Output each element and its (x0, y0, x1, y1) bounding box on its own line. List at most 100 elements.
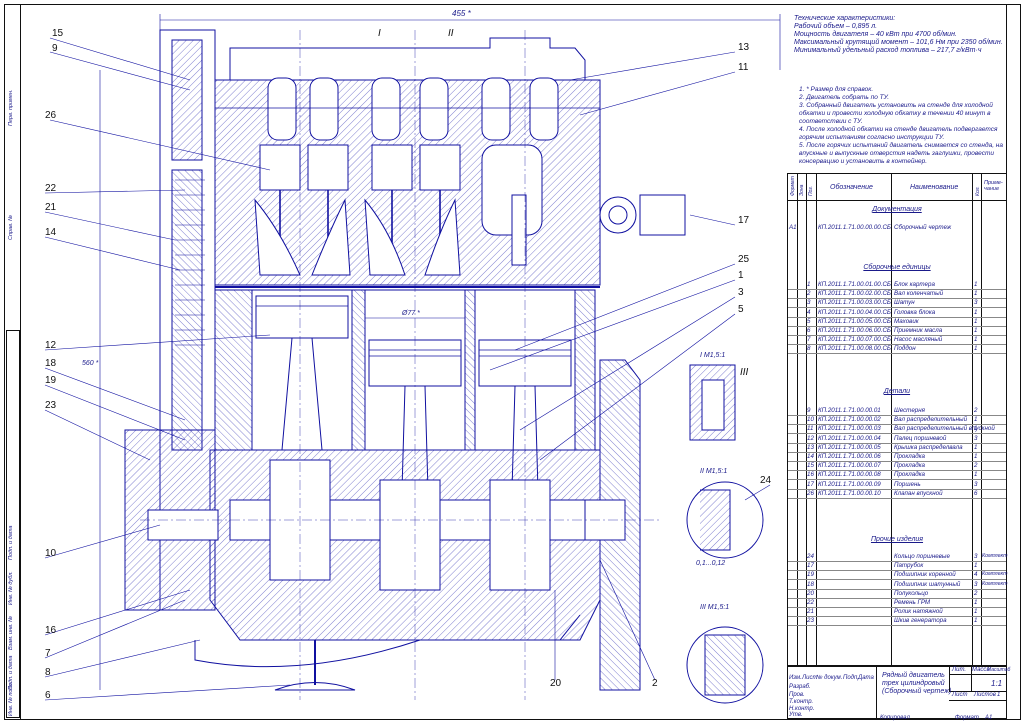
bom-cell-name: Шестерня (894, 407, 925, 414)
bom-cell-qty: 1 (974, 336, 978, 344)
view-label-2: II M1,5:1 (700, 468, 728, 475)
bom-header-zone: Зона (799, 184, 805, 196)
bom-header-pos: Поз. (808, 185, 814, 196)
view-label-3: III M1,5:1 (700, 604, 730, 611)
bom-cell-note: Комплект (982, 553, 1008, 559)
callout-14: 14 (45, 227, 57, 238)
bom-cell-designation: КП.2011.1.71.00.08.00.СБ (818, 345, 891, 353)
bom-cell-qty: 6 (974, 489, 978, 497)
callout-25: 25 (738, 254, 750, 265)
bom-cell-qty: 1 (974, 281, 978, 288)
note-4: 4. После холодной обкатки на стенде двиг… (799, 126, 998, 141)
bom-cell-pos: 10 (807, 416, 814, 424)
bom-cell-note: Комплект (982, 571, 1008, 578)
bom-doc-format: А1 (789, 224, 797, 231)
tb-col-sign: Подп. (843, 675, 859, 681)
callout-16: 16 (45, 625, 57, 636)
bom-cell-qty: 1 (974, 617, 978, 625)
bom-section-docs: Документация (872, 206, 922, 213)
parts-list-table: Формат Зона Поз. Обозначение Наименовани… (787, 173, 1008, 667)
bom-header-name: Наименование (910, 184, 959, 191)
callout-21: 21 (45, 202, 57, 213)
bom-cell-name: Полукольцо (894, 589, 929, 597)
bom-cell-name: Патрубок (894, 562, 924, 570)
bom-cell-designation: КП.2011.1.71.00.01.00.СБ (818, 281, 891, 288)
callout-8: 8 (45, 667, 51, 678)
bom-cell-pos: 19 (807, 571, 814, 579)
bom-cell-pos: 24 (807, 553, 814, 560)
bom-cell-name: Блок картера (894, 281, 935, 288)
bom-cell-pos: 2 (807, 290, 811, 298)
bom-cell-name: Шатун (894, 299, 915, 307)
bom-doc-name: Сборочный чертеж (894, 224, 952, 231)
bom-cell-qty: 1 (974, 290, 978, 298)
bom-cell-qty: 3 (974, 480, 978, 488)
tb-role-checker: Пров. (789, 692, 805, 698)
bom-cell-qty: 3 (974, 553, 978, 560)
bom-cell-qty: 3 (974, 434, 978, 442)
bom-header-format: Формат (790, 176, 796, 196)
bom-doc-designation: КП.2011.1.71.00.00.00.СБ (818, 224, 891, 231)
title-block: Изм. Лист № докум. Подп. Дата Разраб. Пр… (787, 665, 1010, 719)
bom-cell-pos: 21 (807, 608, 814, 616)
tb-format-value: А1 (985, 715, 993, 721)
bom-cell-qty: 1 (974, 425, 978, 433)
bom-cell-pos: 5 (807, 317, 811, 325)
spec-line-2: Мощность двигателя – 40 кВт при 4700 об/… (794, 31, 957, 38)
bom-cell-pos: 4 (807, 308, 811, 316)
note-2: 2. Двигатель собрать по ТУ. (799, 94, 890, 101)
bom-cell-name: Приемник масла (894, 327, 943, 334)
bom-cell-designation: КП.2011.1.71.00.00.03 (818, 425, 881, 433)
tb-title-2: трех цилиндровый (882, 680, 945, 687)
bom-cell-qty: 1 (974, 562, 978, 570)
tb-copied: Копировал (880, 715, 910, 721)
bom-cell-designation: КП.2011.1.71.00.00.05 (818, 443, 881, 451)
bom-cell-name: Прокладка (894, 453, 926, 460)
callout-15: 15 (52, 28, 64, 39)
callout-20: 20 (550, 678, 562, 689)
bom-cell-qty: 1 (974, 471, 978, 479)
tb-col-sheet: Лист (802, 675, 818, 681)
tb-title-1: Рядный двигатель (882, 672, 945, 679)
bom-cell-designation: КП.2011.1.71.00.04.00.СБ (818, 308, 891, 316)
callout-9: 9 (52, 43, 58, 54)
bom-cell-designation: КП.2011.1.71.00.00.07 (818, 462, 881, 470)
callout-11: 11 (738, 62, 749, 73)
bom-cell-qty: 1 (974, 416, 978, 424)
bom-cell-pos: 22 (807, 599, 814, 606)
bom-cell-pos: 6 (807, 327, 811, 334)
roman-marker-1: I (378, 28, 381, 39)
bom-cell-designation: КП.2011.1.71.00.00.06 (818, 453, 881, 460)
callout-10: 10 (45, 548, 57, 559)
view-label-1: I M1,5:1 (700, 352, 726, 359)
bom-cell-name: Головка блока (894, 308, 936, 316)
tb-role-ncontrol: Н.контр. (789, 706, 815, 712)
bom-cell-name: Поддон (894, 345, 916, 353)
bom-cell-qty: 2 (974, 462, 978, 470)
bom-cell-name: Прокладка (894, 462, 926, 470)
bom-cell-name: Насос масляный (894, 336, 943, 344)
tb-role-tcontrol: Т.контр. (789, 699, 814, 705)
bom-cell-pos: 3 (807, 299, 811, 307)
tb-col-change: Изм. (789, 675, 802, 681)
roman-marker-3: III (740, 367, 749, 378)
bom-cell-pos: 11 (807, 425, 814, 433)
bom-cell-name: Подшипник коренной (894, 571, 956, 579)
bom-cell-pos: 12 (807, 434, 814, 442)
tb-mass: Масса (972, 667, 990, 673)
callout-3: 3 (738, 287, 744, 298)
bom-cell-qty: 1 (974, 599, 978, 606)
